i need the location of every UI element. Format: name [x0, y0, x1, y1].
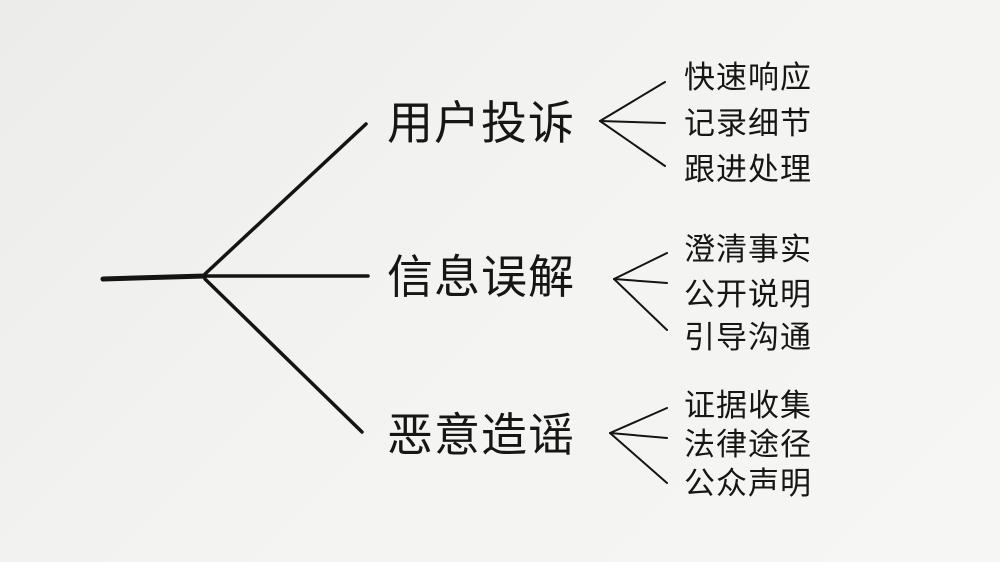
leaf-label-2-2: 公开说明 [684, 277, 812, 313]
branch-label-user-complaint: 用户投诉 [387, 96, 575, 150]
leaf-label-2-1: 澄清事实 [684, 232, 812, 268]
leaf-label-3-3: 公众声明 [684, 466, 812, 502]
branch-connector-3 [203, 277, 364, 434]
leaf-label-3-1: 证据收集 [684, 388, 812, 424]
leaf-connector-2-2 [613, 278, 668, 284]
leaf-label-2-3: 引导沟通 [684, 320, 812, 356]
leaf-connector-1-1 [599, 81, 666, 122]
leaf-connector-3-3 [609, 432, 668, 484]
leaf-connector-1-3 [599, 120, 666, 167]
leaf-connector-3-1 [609, 407, 668, 434]
leaf-connector-2-1 [613, 252, 668, 280]
leaf-label-1-2: 记录细节 [684, 106, 812, 142]
branch-connector-1 [203, 122, 368, 276]
leaf-connector-2-3 [613, 278, 668, 331]
root-stem [100, 273, 208, 282]
branch-label-malicious-rumor: 恶意造谣 [387, 408, 575, 462]
branch-label-info-misunderstanding: 信息误解 [387, 250, 575, 304]
leaf-connector-3-2 [609, 432, 668, 439]
leaf-label-1-1: 快速响应 [684, 60, 812, 96]
leaf-label-3-2: 法律途径 [684, 427, 812, 463]
leaf-label-1-3: 跟进处理 [684, 152, 812, 188]
leaf-connector-1-2 [599, 120, 666, 124]
